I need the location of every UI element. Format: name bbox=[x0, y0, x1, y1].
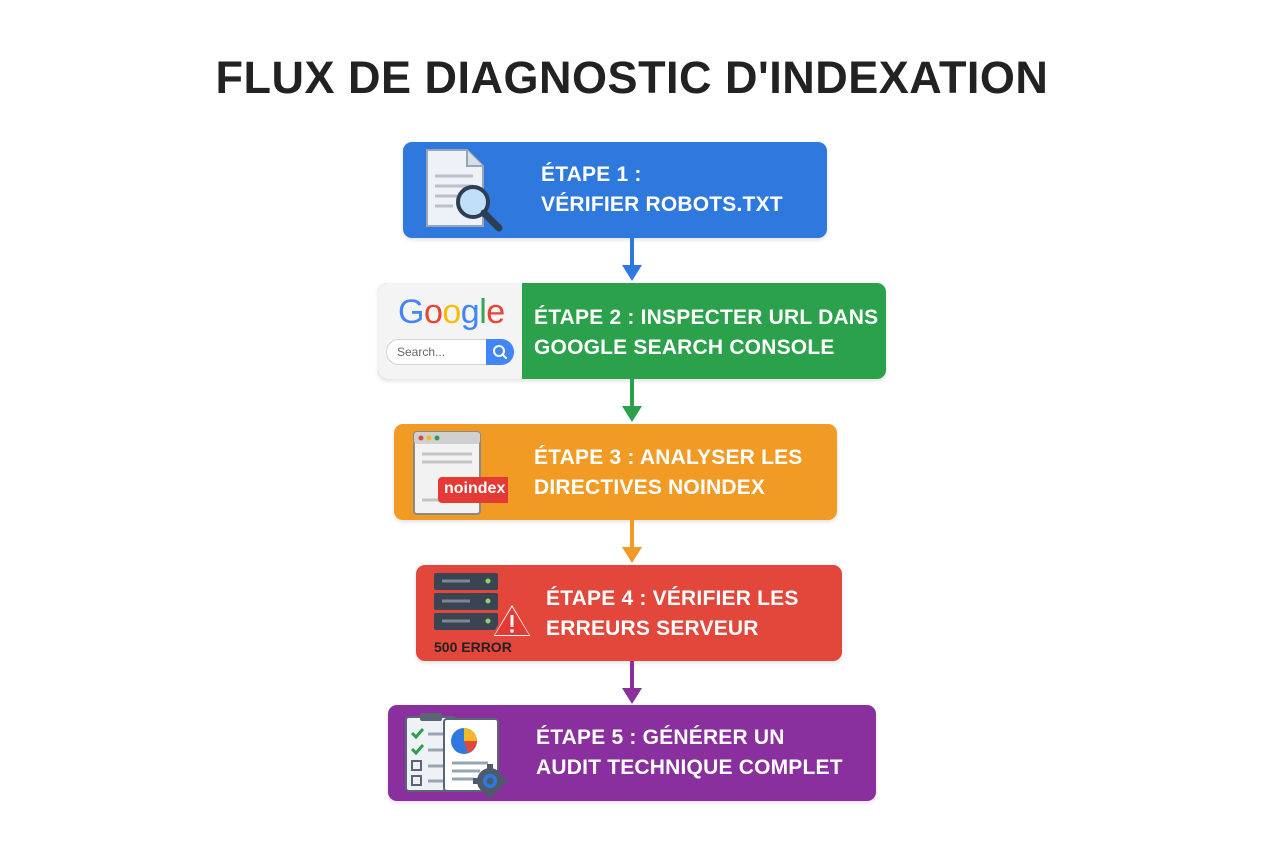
arrow-step-1-to-2 bbox=[622, 238, 642, 281]
step-4-line-2: ERREURS SERVEUR bbox=[546, 617, 759, 640]
step-2-line-2: GOOGLE SEARCH CONSOLE bbox=[534, 336, 835, 359]
page-title: FLUX DE DIAGNOSTIC D'INDEXATION bbox=[215, 52, 1049, 103]
error-code-label: 500 ERROR bbox=[434, 639, 512, 655]
google-search-icon: Google Search... bbox=[378, 283, 522, 379]
arrow-step-2-to-3 bbox=[622, 379, 642, 422]
step-3-line-2: DIRECTIVES NOINDEX bbox=[534, 476, 766, 499]
step-3-label: ÉTAPE 3 : ANALYSER LES DIRECTIVES NOINDE… bbox=[534, 443, 803, 503]
document-search-icon bbox=[426, 149, 503, 232]
magnifier-icon bbox=[493, 345, 507, 359]
step-5-line-1: ÉTAPE 5 : GÉNÉRER UN bbox=[536, 726, 785, 749]
search-button bbox=[486, 339, 514, 365]
arrow-step-3-to-4 bbox=[622, 520, 642, 563]
noindex-tag: noindex bbox=[444, 480, 506, 497]
step-5-line-2: AUDIT TECHNIQUE COMPLET bbox=[536, 756, 843, 779]
arrow-step-4-to-5 bbox=[622, 661, 642, 704]
step-2-line-1: ÉTAPE 2 : INSPECTER URL DANS bbox=[534, 306, 879, 329]
search-box: Search... bbox=[386, 339, 514, 365]
step-1-line-1: ÉTAPE 1 : bbox=[541, 163, 642, 186]
step-2-box: Google Search... ÉTAPE 2 : INSPECTER URL… bbox=[378, 283, 886, 379]
step-4-box: 500 ERROR ÉTAPE 4 : VÉRIFIER LES ERREURS… bbox=[416, 565, 842, 661]
step-1-line-2: VÉRIFIER ROBOTS.TXT bbox=[541, 193, 783, 216]
step-3-line-1: ÉTAPE 3 : ANALYSER LES bbox=[534, 446, 803, 469]
step-1-box: ÉTAPE 1 : VÉRIFIER ROBOTS.TXT bbox=[403, 142, 827, 238]
step-1-label: ÉTAPE 1 : VÉRIFIER ROBOTS.TXT bbox=[541, 160, 783, 220]
audit-report-icon bbox=[405, 713, 507, 798]
browser-noindex-icon: noindex bbox=[408, 428, 508, 518]
step-2-label: ÉTAPE 2 : INSPECTER URL DANS GOOGLE SEAR… bbox=[534, 303, 878, 363]
step-5-box: ÉTAPE 5 : GÉNÉRER UN AUDIT TECHNIQUE COM… bbox=[388, 705, 876, 801]
step-4-line-1: ÉTAPE 4 : VÉRIFIER LES bbox=[546, 587, 799, 610]
google-logo: Google bbox=[398, 293, 505, 331]
step-3-box: noindex ÉTAPE 3 : ANALYSER LES DIRECTIVE… bbox=[394, 424, 837, 520]
search-placeholder: Search... bbox=[397, 345, 446, 359]
step-5-label: ÉTAPE 5 : GÉNÉRER UN AUDIT TECHNIQUE COM… bbox=[536, 723, 843, 783]
step-4-label: ÉTAPE 4 : VÉRIFIER LES ERREURS SERVEUR bbox=[546, 584, 799, 644]
server-warning-icon: 500 ERROR bbox=[430, 569, 540, 661]
